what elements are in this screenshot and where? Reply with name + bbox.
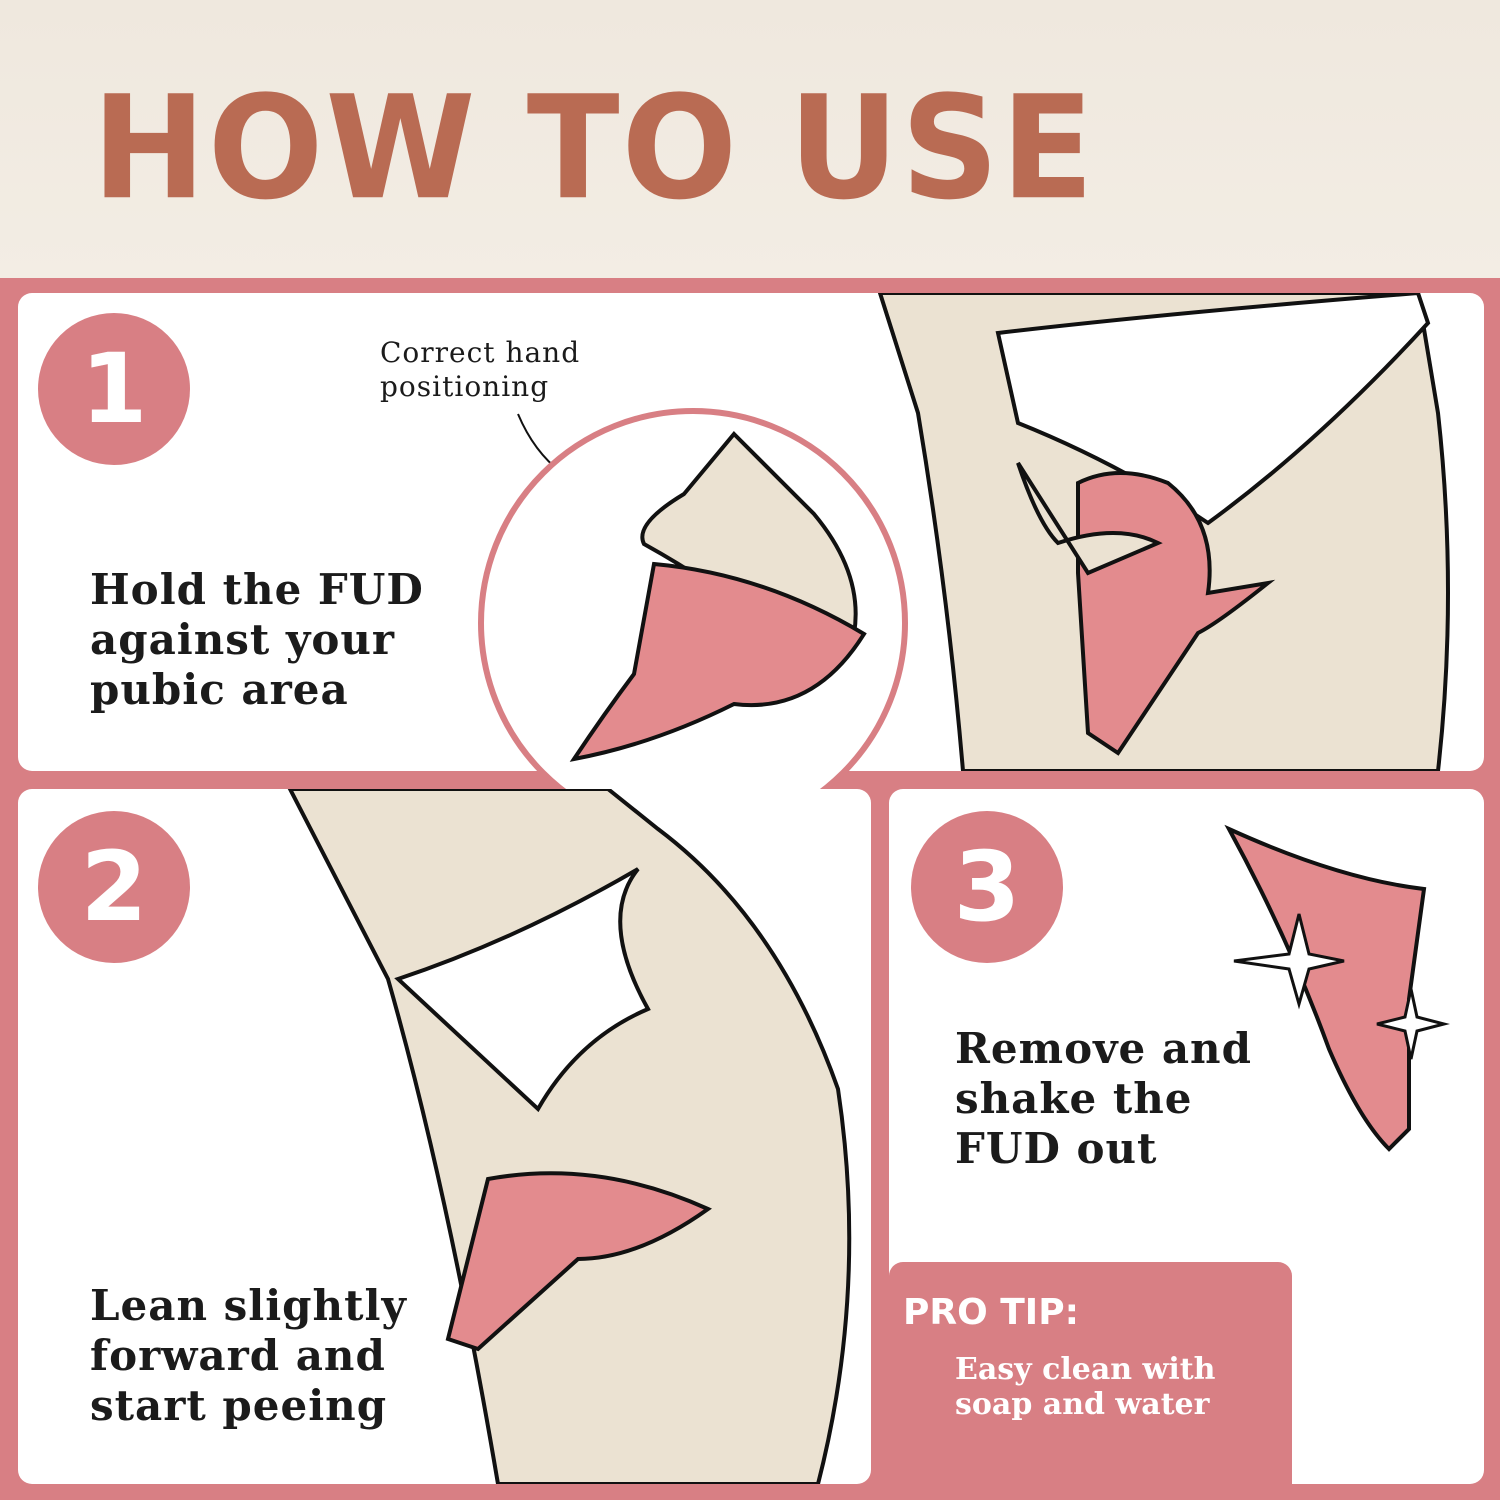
sparkle-icon xyxy=(1376,988,1450,1060)
pro-tip-text: Easy clean with soap and water xyxy=(955,1352,1216,1422)
step-3-illustration xyxy=(1224,824,1450,1152)
step-1-illustration xyxy=(877,293,1450,771)
pro-tip-box: PRO TIP: Easy clean with soap and water xyxy=(889,1262,1292,1500)
step-3-text: Remove and shake the FUD out xyxy=(955,1024,1252,1173)
step-2-illustration xyxy=(287,789,852,1484)
header: HOW TO USE xyxy=(0,0,1500,278)
page-title: HOW TO USE xyxy=(92,66,1096,232)
step-2-number: 2 xyxy=(38,811,190,963)
step-3-number: 3 xyxy=(911,811,1063,963)
step-1-panel xyxy=(18,293,1484,771)
sparkle-icon xyxy=(1233,913,1345,1010)
callout-label: Correct hand positioning xyxy=(380,336,581,403)
step-1-text: Hold the FUD against your pubic area xyxy=(90,565,424,714)
step-1-number: 1 xyxy=(38,313,190,465)
pro-tip-heading: PRO TIP: xyxy=(903,1292,1079,1333)
step-2-text: Lean slightly forward and start peeing xyxy=(90,1281,407,1430)
hand-illustration xyxy=(569,431,867,762)
hand-position-callout xyxy=(478,408,908,838)
